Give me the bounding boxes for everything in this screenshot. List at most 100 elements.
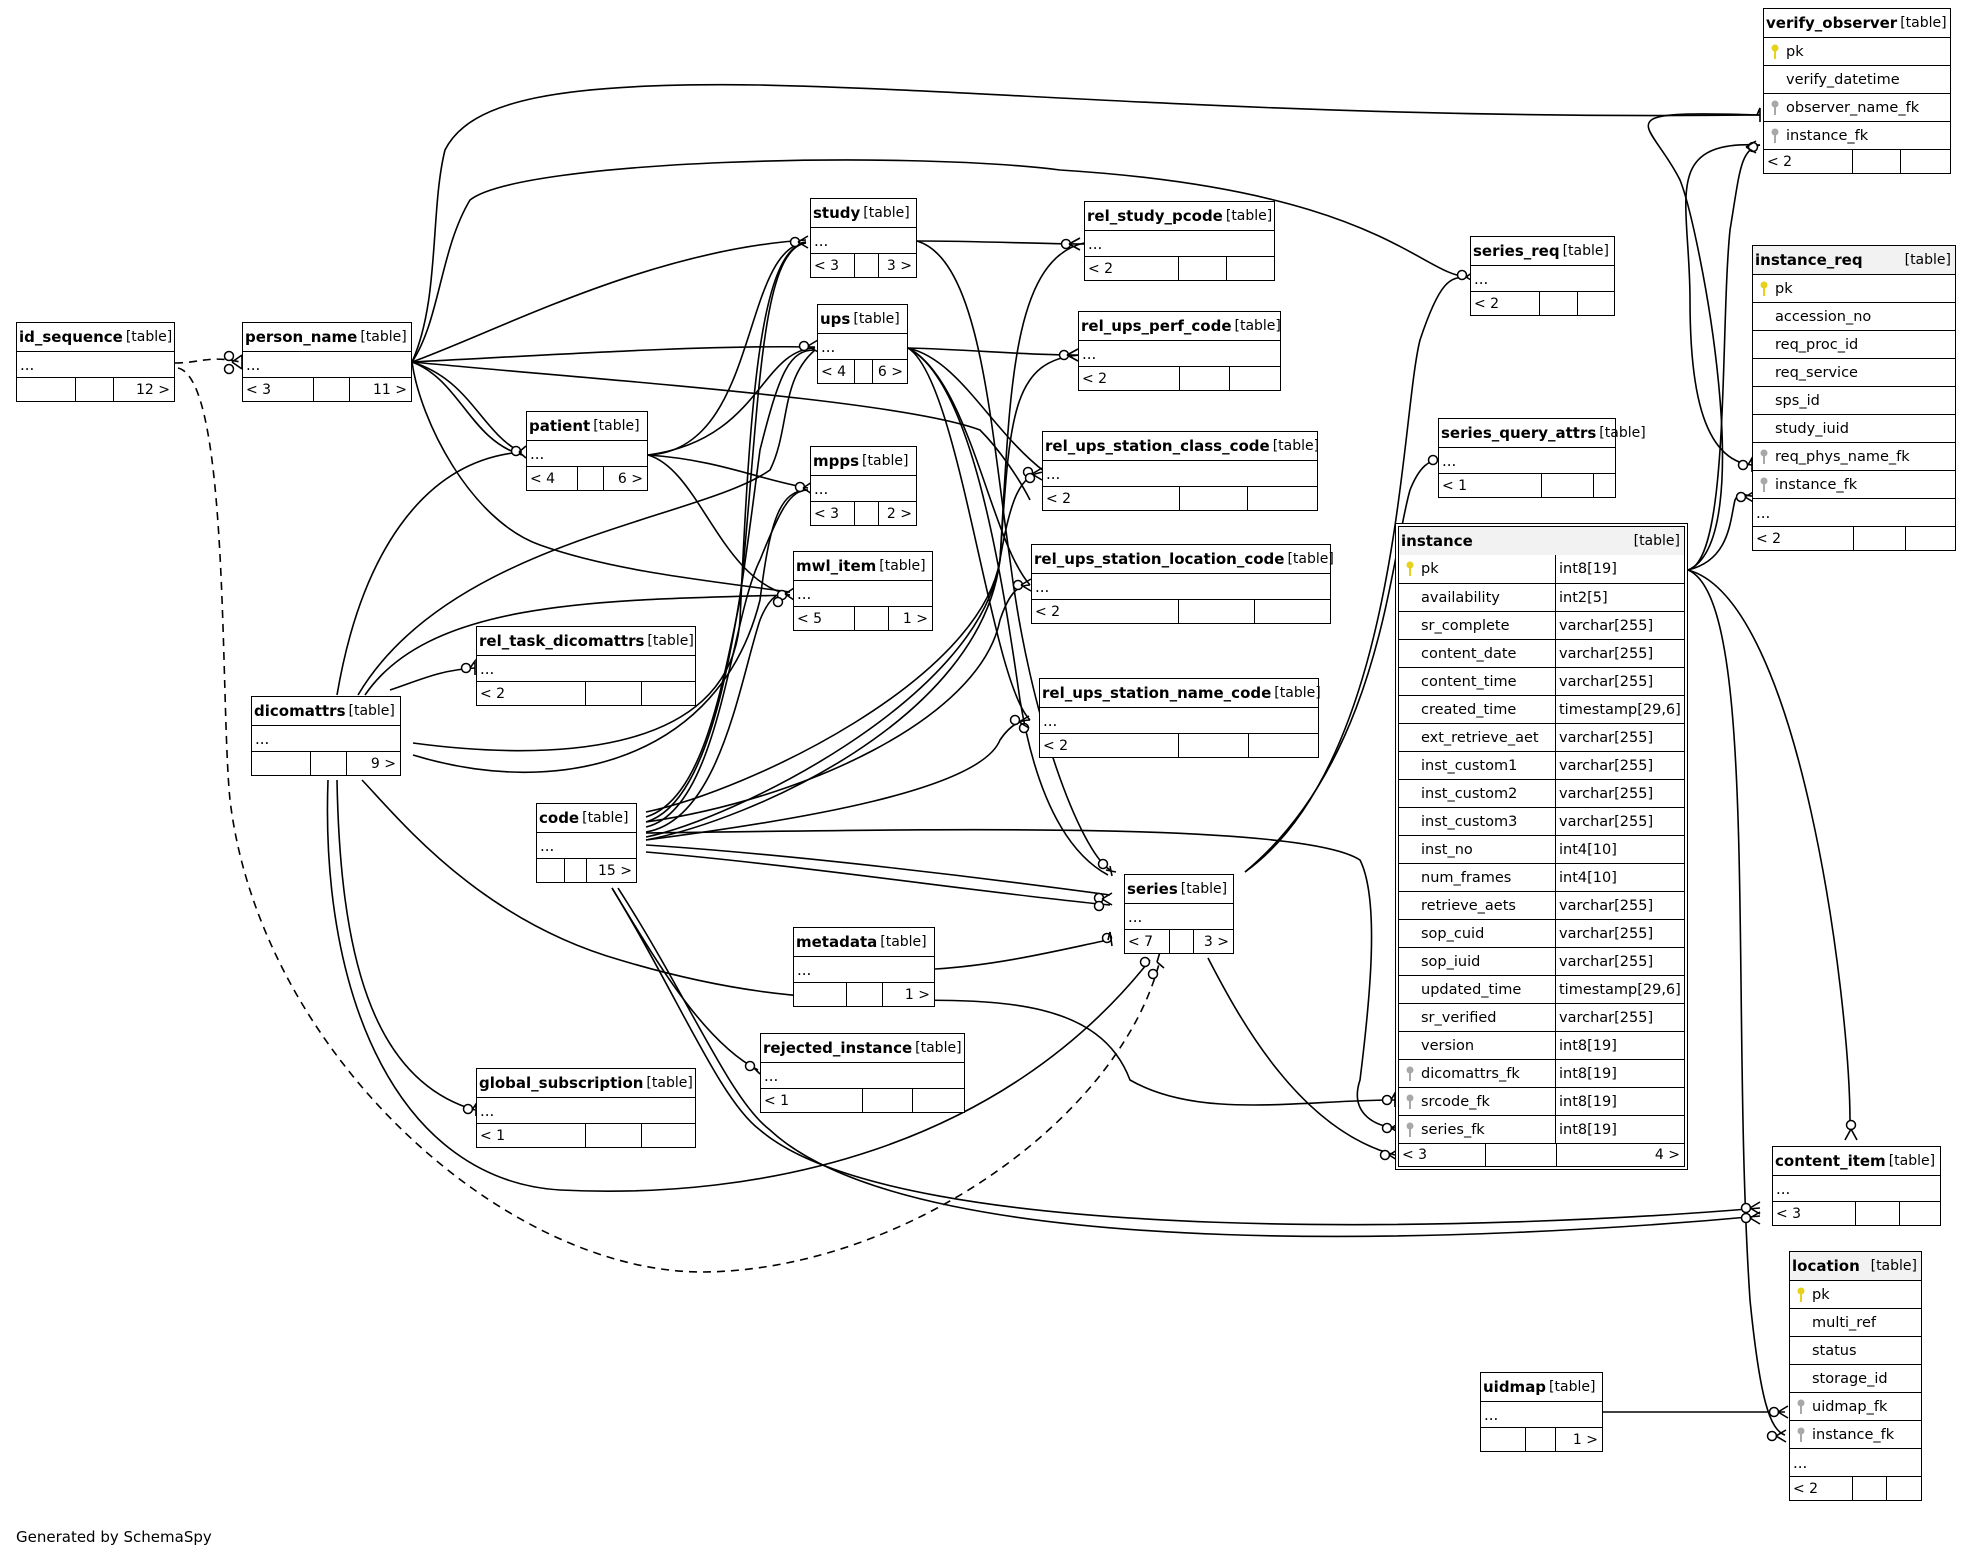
more-columns: ... [764,1066,779,1085]
more-columns: ... [1088,234,1103,253]
column-type: int8[19] [1559,1093,1617,1110]
table-series-query-attrs[interactable]: series_query_attrs[table] ... < 1 [1438,418,1646,498]
table-tag: [table] [1549,1379,1596,1395]
edge-person-study [411,239,807,363]
column-type: varchar[255] [1559,897,1654,914]
foot-left: < 2 [1046,490,1072,507]
table-tag: [table] [125,329,173,345]
table-name: mpps [813,452,860,470]
table-tag: [table] [1900,15,1947,31]
primary-key-icon [1790,1287,1812,1303]
edge-dicom-study [412,241,807,752]
edge-dicom-patient [336,451,523,696]
column-name: retrieve_aets [1421,897,1516,914]
column-name: created_time [1421,701,1517,718]
foot-right: 3 > [878,254,916,277]
table-tag: [table] [1870,1258,1917,1274]
table-id-sequence[interactable]: id_sequence[table] ... 12 > [16,322,175,402]
column-name: instance_fk [1775,476,1858,493]
edge-study-series [916,240,1111,871]
column-type: int8[19] [1559,1121,1617,1138]
more-columns: ... [1082,344,1097,363]
column-type: varchar[255] [1559,785,1654,802]
column-name: inst_custom1 [1421,757,1518,774]
table-verify-observer[interactable]: verify_observer[table] pk verify_datetim… [1763,8,1951,174]
table-tag: [table] [360,329,407,345]
foreign-key-icon [1753,477,1775,493]
table-tag: [table] [1599,425,1646,441]
table-header: rel_ups_station_location_code[table] [1032,545,1334,573]
table-name: rel_task_dicomattrs [479,632,645,650]
edge-person-mwl-b [411,361,791,593]
table-content-item[interactable]: content_item[table] ... < 3 [1772,1146,1941,1226]
foreign-key-icon [1399,1094,1421,1110]
edge-code-series-b [645,851,1111,906]
edge-patient-study [647,241,807,456]
table-rel-task-dicomattrs[interactable]: rel_task_dicomattrs[table] ... < 2 [476,626,696,706]
table-uidmap[interactable]: uidmap[table] ... 1 > [1480,1372,1603,1452]
table-tag: [table] [1904,252,1951,268]
column-name: version [1421,1037,1475,1054]
edge-code-location [645,584,1031,823]
table-header: series[table] [1125,875,1233,903]
column-name: uidmap_fk [1812,1398,1888,1415]
foot-left: < 3 [1402,1147,1428,1163]
table-name: series_query_attrs [1441,424,1597,442]
edge-series-instance [1207,957,1396,1156]
edge-instance-query [1244,459,1441,873]
table-metadata[interactable]: metadata[table] ... 1 > [793,927,935,1007]
foot-left: < 5 [797,610,823,627]
table-tag: [table] [582,810,629,826]
table-tag: [table] [1180,881,1228,897]
table-instance-req[interactable]: instance_req[table] pk accession_no req_… [1752,245,1956,551]
column-name: req_proc_id [1775,336,1859,353]
edge-ups-series [907,347,1109,876]
column-type: varchar[255] [1559,757,1654,774]
table-rel-ups-perf-code[interactable]: rel_ups_perf_code[table] ... < 2 [1078,311,1281,391]
table-rejected-instance[interactable]: rejected_instance[table] ... < 1 [760,1033,965,1113]
table-name: uidmap [1483,1378,1547,1396]
table-tag: [table] [853,311,900,327]
foot-right: 12 > [113,378,174,401]
table-header: rel_ups_station_name_code[table] [1040,679,1321,707]
table-dicomattrs[interactable]: dicomattrs[table] ... 9 > [251,696,401,776]
edge-ups-location [907,347,1031,586]
table-name: ups [820,310,851,328]
table-tag: [table] [646,1075,693,1091]
table-series-req[interactable]: series_req[table] ... < 2 [1470,236,1615,316]
column-name: sr_verified [1421,1009,1497,1026]
table-rel-ups-station-name-code[interactable]: rel_ups_station_name_code[table] ... < 2 [1039,678,1321,758]
column-name: inst_no [1421,841,1473,858]
column-name: availability [1421,589,1500,606]
column-name: inst_custom3 [1421,813,1518,830]
table-location[interactable]: location[table] pk multi_ref status stor… [1789,1251,1922,1501]
foot-left: < 1 [764,1092,790,1109]
foot-left: < 1 [480,1127,506,1144]
column-name: pk [1812,1286,1830,1303]
table-rel-ups-station-class-code[interactable]: rel_ups_station_class_code[table] ... < … [1042,431,1319,511]
primary-key-icon [1399,561,1421,577]
table-header: global_subscription[table] [477,1069,695,1097]
table-code[interactable]: code[table] ... 15 > [536,803,637,883]
edge-person-ups [411,345,816,363]
more-columns: ... [255,729,270,748]
table-global-subscription[interactable]: global_subscription[table] ... < 1 [476,1068,696,1148]
column-name: dicomattrs_fk [1421,1065,1520,1082]
column-name: instance_fk [1786,127,1869,144]
table-rel-ups-station-location-code[interactable]: rel_ups_station_location_code[table] ...… [1031,544,1334,624]
column-type: varchar[255] [1559,645,1654,662]
column-name: pk [1786,43,1804,60]
table-tag: [table] [915,1040,962,1056]
table-header: patient[table] [527,412,647,440]
table-rel-study-pcode[interactable]: rel_study_pcode[table] ... < 2 [1084,201,1275,281]
more-columns: ... [20,355,35,374]
